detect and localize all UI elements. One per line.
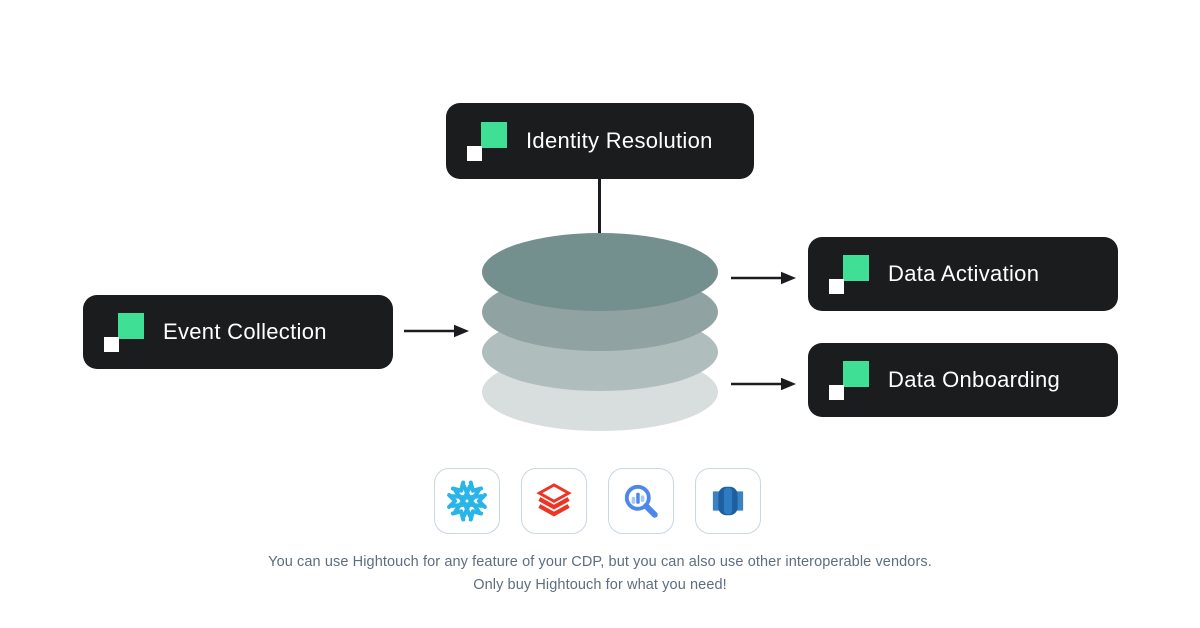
databricks-icon (536, 483, 572, 517)
badge-event-collection: Event Collection (83, 295, 393, 369)
bigquery-icon (624, 484, 658, 518)
data-store-layer-1 (482, 233, 718, 311)
logo-white-square (104, 336, 119, 352)
identity-to-store-connector (598, 178, 601, 236)
badge-label: Data Activation (888, 261, 1040, 286)
arrow-store-to-activation-icon (731, 271, 796, 285)
arrow-event-to-store-icon (404, 324, 469, 338)
hightouch-logo-icon (829, 254, 870, 295)
vendor-tile-redshift (695, 468, 761, 534)
caption-line-2: Only buy Hightouch for what you need! (473, 576, 727, 593)
snowflake-icon (447, 480, 487, 522)
vendor-tile-bigquery (608, 468, 674, 534)
vendor-tile-databricks (521, 468, 587, 534)
vendor-tiles-row (434, 468, 761, 534)
badge-label: Identity Resolution (526, 128, 713, 153)
logo-white-square (829, 278, 844, 294)
badge-data-activation: Data Activation (808, 237, 1118, 311)
logo-green-square (843, 360, 869, 387)
badge-label: Data Onboarding (888, 367, 1061, 392)
logo-white-square (829, 384, 844, 400)
caption-line-1: You can use Hightouch for any feature of… (268, 554, 932, 570)
hightouch-logo-icon (829, 360, 870, 401)
badge-data-onboarding: Data Onboarding (808, 343, 1118, 417)
vendor-tile-snowflake (434, 468, 500, 534)
logo-green-square (118, 312, 144, 339)
redshift-icon (712, 486, 744, 516)
logo-green-square (481, 121, 507, 148)
badge-identity-resolution: Identity Resolution (446, 103, 754, 179)
caption: You can use Hightouch for any feature of… (0, 551, 1200, 596)
hightouch-logo-icon (467, 121, 508, 162)
logo-white-square (467, 145, 482, 161)
arrow-store-to-onboarding-icon (731, 377, 796, 391)
logo-green-square (843, 254, 869, 281)
hightouch-logo-icon (104, 312, 145, 353)
badge-label: Event Collection (163, 319, 327, 344)
